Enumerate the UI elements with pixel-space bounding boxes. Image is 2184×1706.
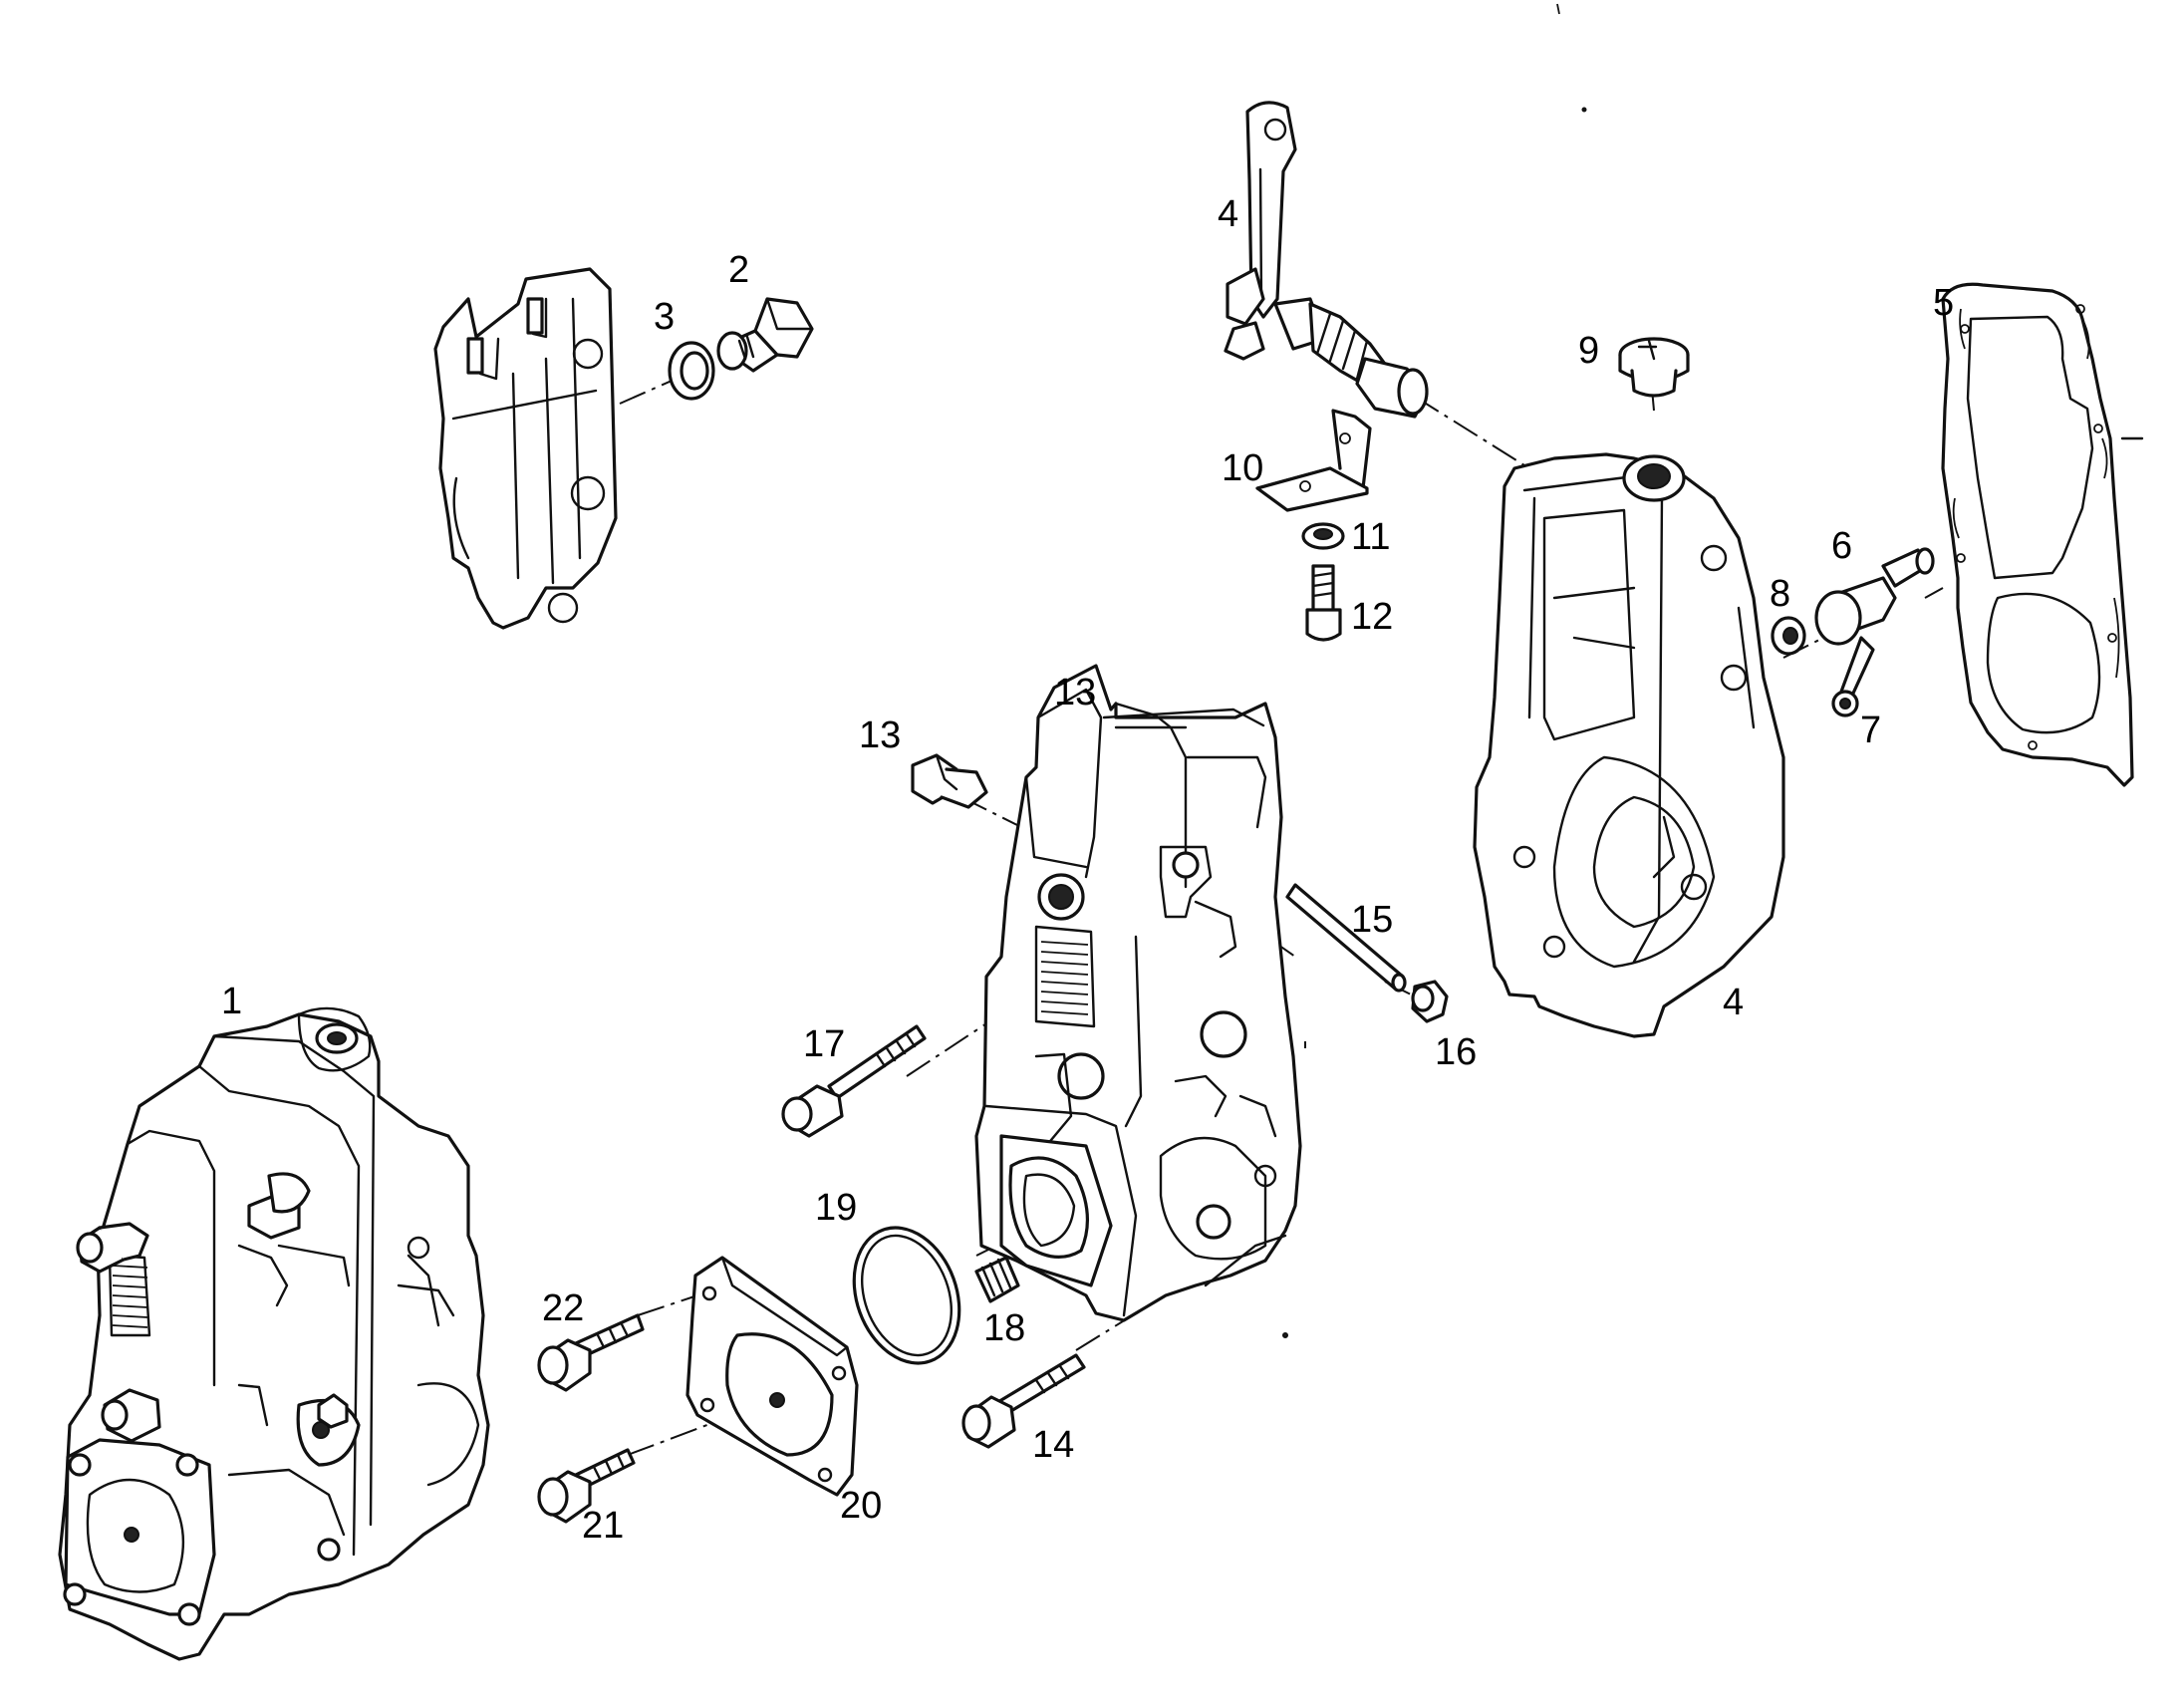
housing-section-upper-left bbox=[433, 267, 618, 630]
callout-7: 7 bbox=[1860, 710, 1881, 751]
part-4-housing-cover bbox=[1473, 452, 1785, 1038]
callout-labels: 1 2 3 4 4 5 6 7 8 9 10 11 12 13 13 14 15… bbox=[221, 193, 1954, 1547]
stray-marks bbox=[1282, 3, 1587, 1338]
callout-4-housing: 4 bbox=[1723, 982, 1744, 1023]
callout-19: 19 bbox=[815, 1187, 857, 1229]
callout-21: 21 bbox=[582, 1505, 624, 1547]
callout-18: 18 bbox=[983, 1307, 1025, 1349]
part-9-plug bbox=[1618, 337, 1690, 398]
callout-2: 2 bbox=[728, 249, 749, 291]
part-13-central-housing bbox=[974, 664, 1302, 1322]
callout-4-lever: 4 bbox=[1218, 193, 1238, 235]
part-22-bolt bbox=[537, 1313, 645, 1392]
part-16-cap bbox=[1411, 980, 1449, 1023]
callout-12: 12 bbox=[1351, 596, 1393, 638]
part-13-plug bbox=[911, 753, 988, 809]
callout-22: 22 bbox=[542, 1287, 584, 1329]
callout-20: 20 bbox=[840, 1485, 882, 1527]
callout-9: 9 bbox=[1578, 330, 1599, 372]
part-19-o-ring bbox=[852, 1226, 961, 1365]
part-21-bolt bbox=[537, 1448, 636, 1524]
callout-1: 1 bbox=[221, 981, 242, 1022]
part-6-stud bbox=[1814, 547, 1935, 646]
part-7-lever bbox=[1831, 636, 1875, 717]
callout-16: 16 bbox=[1435, 1031, 1477, 1073]
part-17-bolt bbox=[781, 1024, 927, 1138]
callout-15: 15 bbox=[1351, 899, 1393, 941]
callout-6: 6 bbox=[1831, 525, 1852, 567]
callout-13-housing: 13 bbox=[1054, 672, 1096, 713]
callout-5: 5 bbox=[1933, 282, 1954, 324]
part-3-washer bbox=[668, 341, 715, 401]
part-2-plug bbox=[716, 297, 814, 373]
callout-11: 11 bbox=[1351, 516, 1390, 558]
callout-3: 3 bbox=[654, 296, 675, 338]
part-14-bolt bbox=[961, 1353, 1086, 1449]
callout-8: 8 bbox=[1770, 573, 1790, 615]
callout-13-plug: 13 bbox=[859, 714, 901, 756]
callout-17: 17 bbox=[803, 1023, 845, 1065]
part-5-gasket bbox=[1941, 282, 2144, 787]
part-8-nut bbox=[1771, 616, 1806, 656]
part-18-spring bbox=[974, 1256, 1020, 1303]
part-1-assembled-unit bbox=[58, 1006, 490, 1661]
part-4-lever-assembly bbox=[1224, 101, 1429, 419]
callout-10: 10 bbox=[1222, 447, 1263, 489]
part-10-bracket bbox=[1255, 409, 1372, 512]
part-15-pin bbox=[1285, 883, 1407, 993]
part-20-cover-plate bbox=[685, 1256, 859, 1497]
part-12-screw bbox=[1305, 564, 1342, 642]
callout-14: 14 bbox=[1032, 1424, 1074, 1466]
part-11-washer bbox=[1301, 522, 1345, 550]
